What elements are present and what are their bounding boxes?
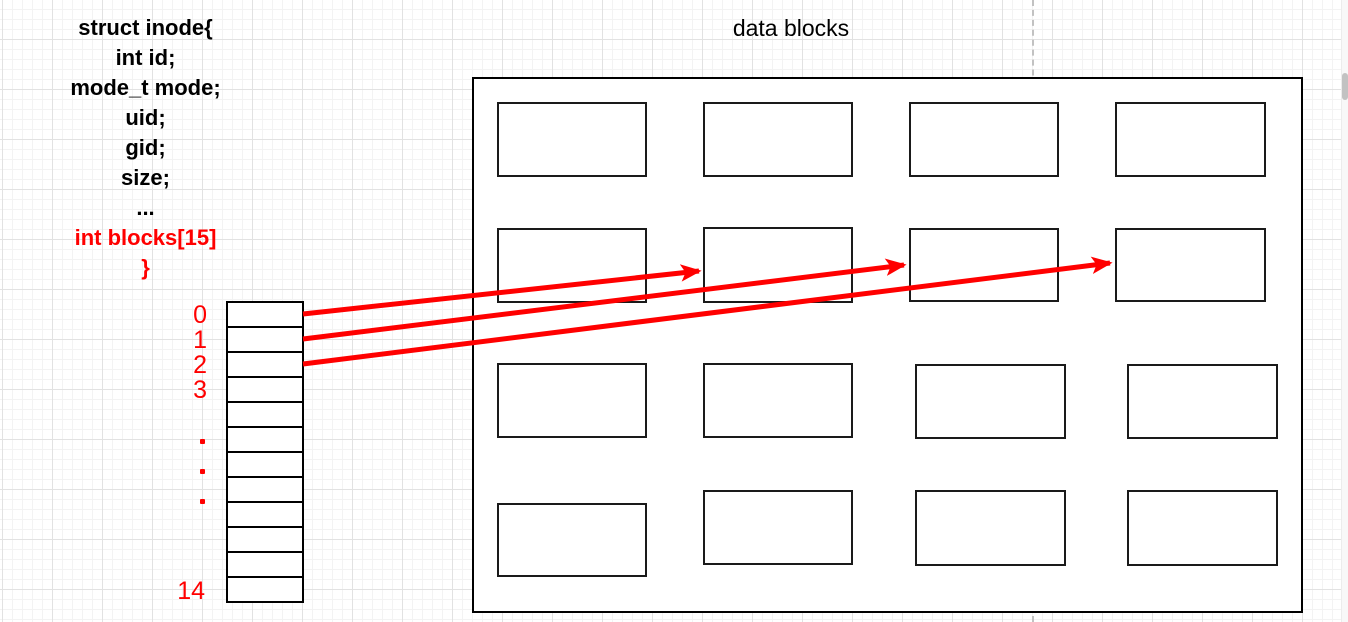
struct-line: }	[141, 255, 150, 280]
vertical-scrollbar-track[interactable]	[1341, 0, 1348, 622]
array-cell	[228, 503, 302, 528]
array-cell	[228, 303, 302, 328]
array-cell	[228, 478, 302, 503]
struct-line: int blocks[15]	[74, 225, 217, 250]
data-block	[909, 228, 1059, 302]
struct-line: mode_t mode;	[70, 75, 221, 100]
array-cell	[228, 528, 302, 553]
array-cell	[228, 453, 302, 478]
data-block	[909, 102, 1059, 177]
data-block	[1127, 364, 1278, 439]
data-block	[497, 102, 647, 177]
data-block	[703, 227, 853, 303]
array-cell	[228, 428, 302, 453]
data-block	[497, 503, 647, 577]
array-index-label: 1	[193, 326, 207, 354]
data-blocks-title: data blocks	[732, 15, 850, 41]
data-block	[703, 102, 853, 177]
array-index-label: 14	[177, 577, 205, 605]
array-cell	[228, 328, 302, 353]
data-block	[497, 363, 647, 438]
data-block	[915, 364, 1066, 439]
struct-line: uid;	[125, 105, 166, 130]
array-cell	[228, 578, 302, 601]
data-block	[915, 490, 1066, 566]
array-index-label: 2	[193, 351, 207, 379]
vertical-scrollbar-thumb[interactable]	[1342, 73, 1348, 100]
data-block	[497, 228, 647, 303]
struct-line: size;	[121, 165, 170, 190]
data-block	[1115, 102, 1266, 177]
struct-line: ...	[136, 195, 155, 220]
array-cell	[228, 553, 302, 578]
data-block	[1127, 490, 1278, 566]
array-index-label: 0	[193, 301, 207, 329]
data-block	[703, 363, 853, 438]
array-index-label: 3	[193, 376, 207, 404]
struct-line: gid;	[125, 135, 166, 160]
data-block	[1115, 228, 1266, 302]
array-cell	[228, 403, 302, 428]
ellipsis-dot	[200, 499, 205, 504]
struct-inode-text: struct inode{ int id; mode_t mode; uid; gid;…	[8, 13, 283, 283]
array-cell	[228, 353, 302, 378]
array-cell	[228, 378, 302, 403]
struct-line: int id;	[115, 45, 176, 70]
ellipsis-dot	[200, 439, 205, 444]
inode-blocks-array	[226, 301, 304, 603]
struct-line: struct inode{	[78, 15, 213, 40]
ellipsis-dot	[200, 469, 205, 474]
data-block	[703, 490, 853, 565]
